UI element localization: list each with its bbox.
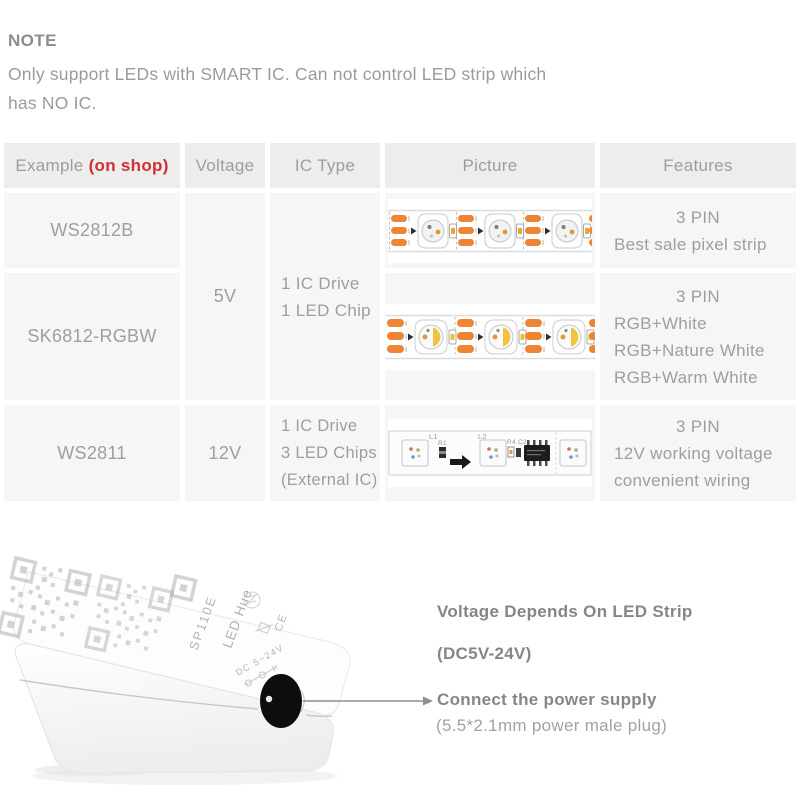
col-header-ic-type: IC Type [270,143,380,188]
ws2811-label-l2: L2 [478,432,487,441]
model-ws2812b: WS2812B [4,193,180,268]
controller-product-photo: SP110E LED Hue CE DC 5~24V [0,520,433,785]
device-front-face [14,643,334,774]
col-header-voltage: Voltage [185,143,265,188]
power-jack [260,674,305,728]
voltage-5v-merged-cell: 5V [185,193,265,400]
note-line-2: has NO IC. [8,93,97,113]
voltage-annotation-range: (DC5V-24V) [437,644,532,663]
col-header-picture: Picture [385,143,595,188]
ic-type-merged-cell: 1 IC Drive 1 LED Chip [270,193,380,400]
model-sk6812-rgbw: SK6812-RGBW [4,273,180,400]
zigbee-logo-icon [243,591,261,609]
note-line-1: Only support LEDs with SMART IC. Can not… [8,64,547,84]
qr-finder-mark-icon [169,574,198,602]
ws2811-strip-photo: L1 R1 L2 R4 C2 [388,419,592,487]
ce-mark-print: CE [273,612,291,633]
model-ws2811: WS2811 [4,405,180,501]
ws2811-label-r1: R1 [438,440,447,447]
led-compatibility-table: Example (on shop) Voltage IC Type Pictur… [4,143,796,501]
on-shop-highlight: (on shop) [88,155,169,175]
bin-mark-icon [255,621,273,635]
note-title: NOTE [8,31,57,50]
picture-cell-ws2811: L1 R1 L2 R4 C2 [385,405,595,501]
ws2812b-led-strip-icon [388,198,592,263]
sk6812-strip-photo [385,303,595,370]
ws2812b-strip-photo [388,198,592,263]
sk6812-led-strip-icon [385,303,595,370]
lid-seam-line [19,679,259,710]
ws2811-label-l1: L1 [429,432,438,441]
pointer-arrow-icon [303,696,433,706]
power-annotation-title: Connect the power supply [437,690,657,709]
picture-cell-sk6812 [385,273,595,400]
direction-arrow-icon [450,455,471,469]
col-header-example: Example (on shop) [4,143,180,188]
features-ws2812b: 3 PIN Best sale pixel strip [600,193,796,268]
features-ws2811: 3 PIN 12V working voltage convenient wir… [600,405,796,501]
ws2811-led-strip-icon: L1 R1 L2 R4 C2 [388,419,592,487]
col-header-features: Features [600,143,796,188]
note-body: Only support LEDs with SMART IC. Can not… [8,60,546,118]
ic-type-ws2811-cell: 1 IC Drive 3 LED Chips (External IC) [270,405,380,501]
polarity-diagram-icon [244,665,278,687]
voltage-12v-cell: 12V [185,405,265,501]
voltage-annotation-title: Voltage Depends On LED Strip [437,602,693,621]
power-annotation-detail: (5.5*2.1mm power male plug) [436,716,668,735]
ws2811-label-r4c2: R4 C2 [507,439,527,446]
features-sk6812: 3 PIN RGB+White RGB+Nature White RGB+War… [600,273,796,400]
picture-cell-ws2812b [385,193,595,268]
ws2811-ic-chip-icon [524,440,550,466]
